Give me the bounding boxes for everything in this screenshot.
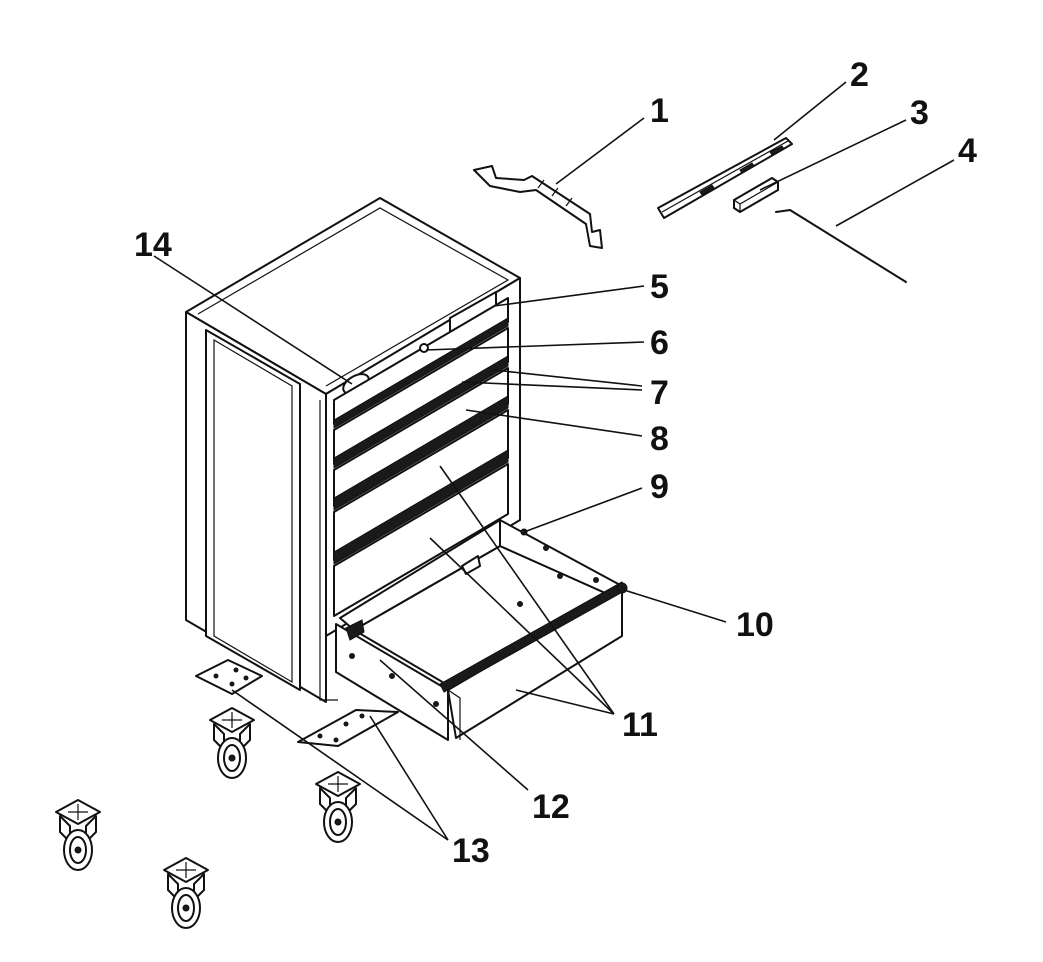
caster-wheel-1 <box>209 707 255 779</box>
callout-12: 12 <box>532 788 570 826</box>
part-13-caster-plate-right <box>297 709 399 747</box>
callout-3: 3 <box>910 94 929 132</box>
part-13-caster-plate-left <box>195 659 263 695</box>
part-1-bracket <box>473 165 603 249</box>
callout-11: 11 <box>622 706 658 744</box>
part-4-lock-rod <box>775 209 907 283</box>
caster-wheel-2 <box>315 771 361 843</box>
callout-4: 4 <box>958 132 977 170</box>
caster-wheel-4 <box>163 857 209 929</box>
part-2-drawer-slide <box>657 137 793 219</box>
part-3-slide-clip <box>733 177 779 213</box>
callout-13: 13 <box>452 832 490 870</box>
callout-14: 14 <box>134 226 172 264</box>
leader-lines <box>153 81 955 841</box>
callout-5: 5 <box>650 268 669 306</box>
callout-6: 6 <box>650 324 669 362</box>
callout-labels: 1 2 3 4 5 6 7 8 9 10 11 12 13 14 <box>134 56 977 870</box>
callout-2: 2 <box>850 56 869 94</box>
callout-1: 1 <box>650 92 669 130</box>
callout-7: 7 <box>650 374 669 412</box>
cabinet-body <box>185 197 521 703</box>
callout-10: 10 <box>736 606 774 644</box>
callout-9: 9 <box>650 468 669 506</box>
callout-8: 8 <box>650 420 669 458</box>
caster-wheel-3 <box>55 799 101 871</box>
